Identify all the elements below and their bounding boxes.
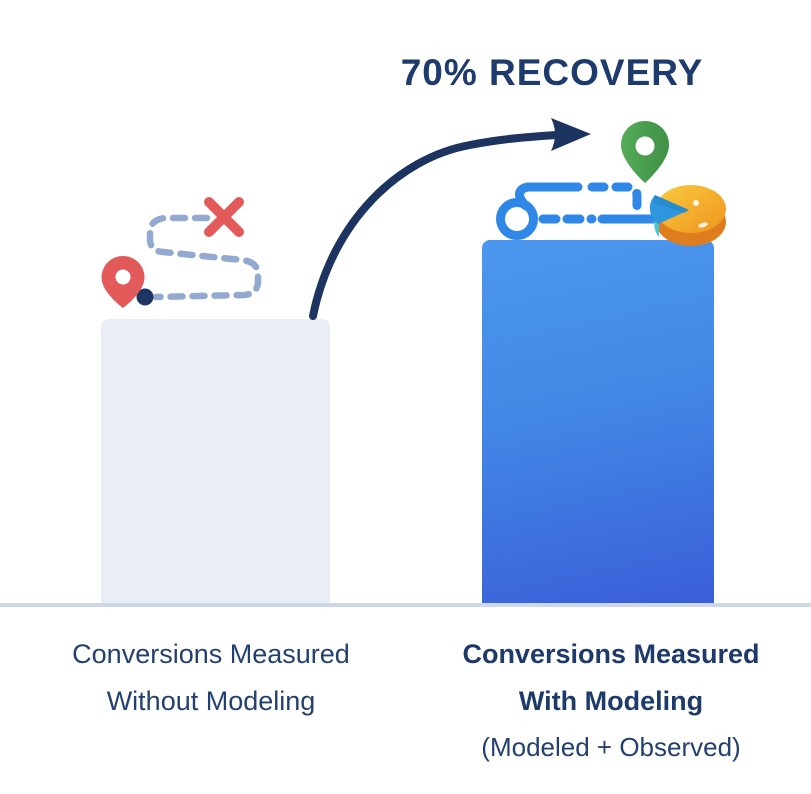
green-location-pin-icon [621, 121, 669, 183]
bar-without-modeling [101, 319, 330, 603]
label-line: Conversions Measured [462, 639, 760, 669]
label-with-modeling: Conversions Measured With Modeling (Mode… [415, 631, 807, 769]
baseline-axis [0, 603, 811, 607]
red-location-pin-icon [101, 256, 145, 308]
label-line: Without Modeling [106, 686, 316, 716]
navy-dot-icon [136, 288, 154, 306]
red-x-icon [204, 197, 244, 237]
faded-dashed-route-icon [146, 214, 262, 301]
bar-with-modeling [482, 240, 714, 603]
chart-title: 70% RECOVERY [400, 52, 704, 93]
label-line: With Modeling [518, 686, 704, 716]
label-line: Conversions Measured [72, 639, 350, 669]
label-sublabel: (Modeled + Observed) [481, 732, 741, 762]
blue-ring-route-icon [496, 182, 658, 240]
label-without-modeling: Conversions Measured Without Modeling [18, 631, 404, 725]
pie-chart-icon [649, 185, 726, 246]
